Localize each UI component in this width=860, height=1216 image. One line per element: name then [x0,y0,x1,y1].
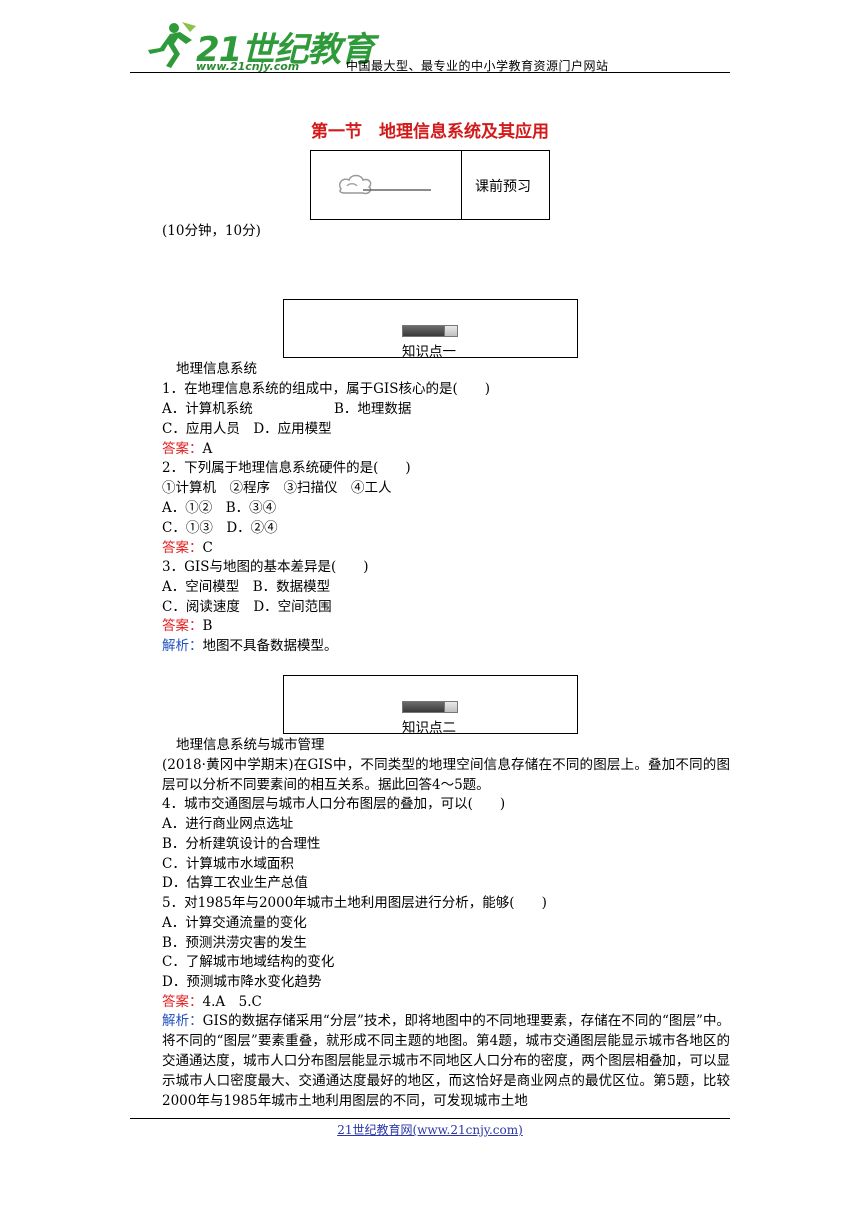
knowledge-point-label: 知识点二 [402,720,456,736]
answer-value: A [202,441,213,457]
option-cd: C．应用人员 D．应用模型 [162,421,332,437]
option-ab: A．空间模型 B．数据模型 [162,579,331,595]
knowledge-point-label: 知识点一 [402,344,456,360]
question-stem: 4．城市交通图层与城市人口分布图层的叠加，可以( ) [162,796,506,812]
answer-line: 答案：A [162,439,212,459]
option-a: A．计算机系统 [162,401,253,417]
preview-label: 课前预习 [475,179,531,195]
option-a: A．进行商业网点选址 [162,816,294,832]
section-heading: 地理信息系统 [176,361,257,377]
answer-label: 答案： [162,618,203,634]
question-items: ①计算机 ②程序 ③扫描仪 ④工人 [162,480,392,496]
intro-paragraph: (2018·黄冈中学期末)在GIS中，不同类型的地理空间信息存储在不同的图层上。… [162,757,730,793]
option-d: D．预测城市降水变化趋势 [162,974,322,990]
header-divider [130,72,730,73]
answer-label: 答案： [162,994,203,1010]
site-tagline: 中国最大型、最专业的中小学教育资源门户网站 [346,59,609,73]
knowledge-point-box-1: 知识点一 [283,299,578,360]
question-stem: 1．在地理信息系统的组成中，属于GIS核心的是( ) [162,381,490,397]
progress-bar-icon [402,325,448,337]
knowledge-point-box-2: 知识点二 [283,675,578,736]
question-stem: 5．对1985年与2000年城市土地利用图层进行分析，能够( ) [162,895,547,911]
option-b: B．地理数据 [334,401,412,417]
option-d: D．估算工农业生产总值 [162,875,308,891]
analysis-text: 地图不具备数据模型。 [202,638,338,654]
option-ab: A．①② B．③④ [162,500,277,516]
option-a: A．计算交通流量的变化 [162,915,307,931]
footer-divider [130,1118,730,1119]
analysis-label: 解析： [162,638,203,654]
answer-value: C [202,540,213,556]
answer-label: 答案： [162,540,203,556]
analysis-paragraph: 解析：GIS的数据存储采用“分层”技术，即将地图中的不同地理要素，存储在不同的“… [162,1011,730,1111]
option-c: C．计算城市水域面积 [162,856,294,872]
answer-line: 答案：C [162,538,213,558]
answer-line: 答案：B [162,616,212,636]
preview-divider [461,151,462,219]
answer-line: 答案：4.A 5.C [162,992,262,1012]
option-c: C．了解城市地域结构的变化 [162,954,335,970]
question-stem: 3．GIS与地图的基本差异是( ) [162,559,369,575]
footer-link[interactable]: 21世纪教育网(www.21cnjy.com) [337,1123,523,1137]
option-b: B．预测洪涝灾害的发生 [162,935,307,951]
option-cd: C．①③ D．②④ [162,520,278,536]
progress-bar-icon [402,701,448,713]
answer-value: B [202,618,213,634]
logo-text: 21世纪教育 [196,30,374,70]
question-stem: 2．下列属于地理信息系统硬件的是( ) [162,460,411,476]
option-cd: C．阅读速度 D．空间范围 [162,599,332,615]
analysis-label: 解析： [162,1013,203,1029]
option-b: B．分析建筑设计的合理性 [162,836,321,852]
progress-bar-end [444,325,458,337]
answer-label: 答案： [162,441,203,457]
analysis-line: 解析：地图不具备数据模型。 [162,636,338,656]
logo [140,20,200,70]
answer-value: 4.A 5.C [202,994,262,1010]
page-title: 第一节 地理信息系统及其应用 [311,122,549,142]
progress-bar-end [444,701,458,713]
cloud-icon [338,174,431,195]
analysis-text: GIS的数据存储采用“分层”技术，即将地图中的不同地理要素，存储在不同的“图层”… [162,1013,730,1109]
time-note: (10分钟，10分) [162,223,261,239]
logo-url: www.21cnjy.com [196,60,300,73]
runner-logo-icon [148,22,196,68]
preview-box: 课前预习 [310,150,550,220]
section-heading: 地理信息系统与城市管理 [176,737,325,753]
